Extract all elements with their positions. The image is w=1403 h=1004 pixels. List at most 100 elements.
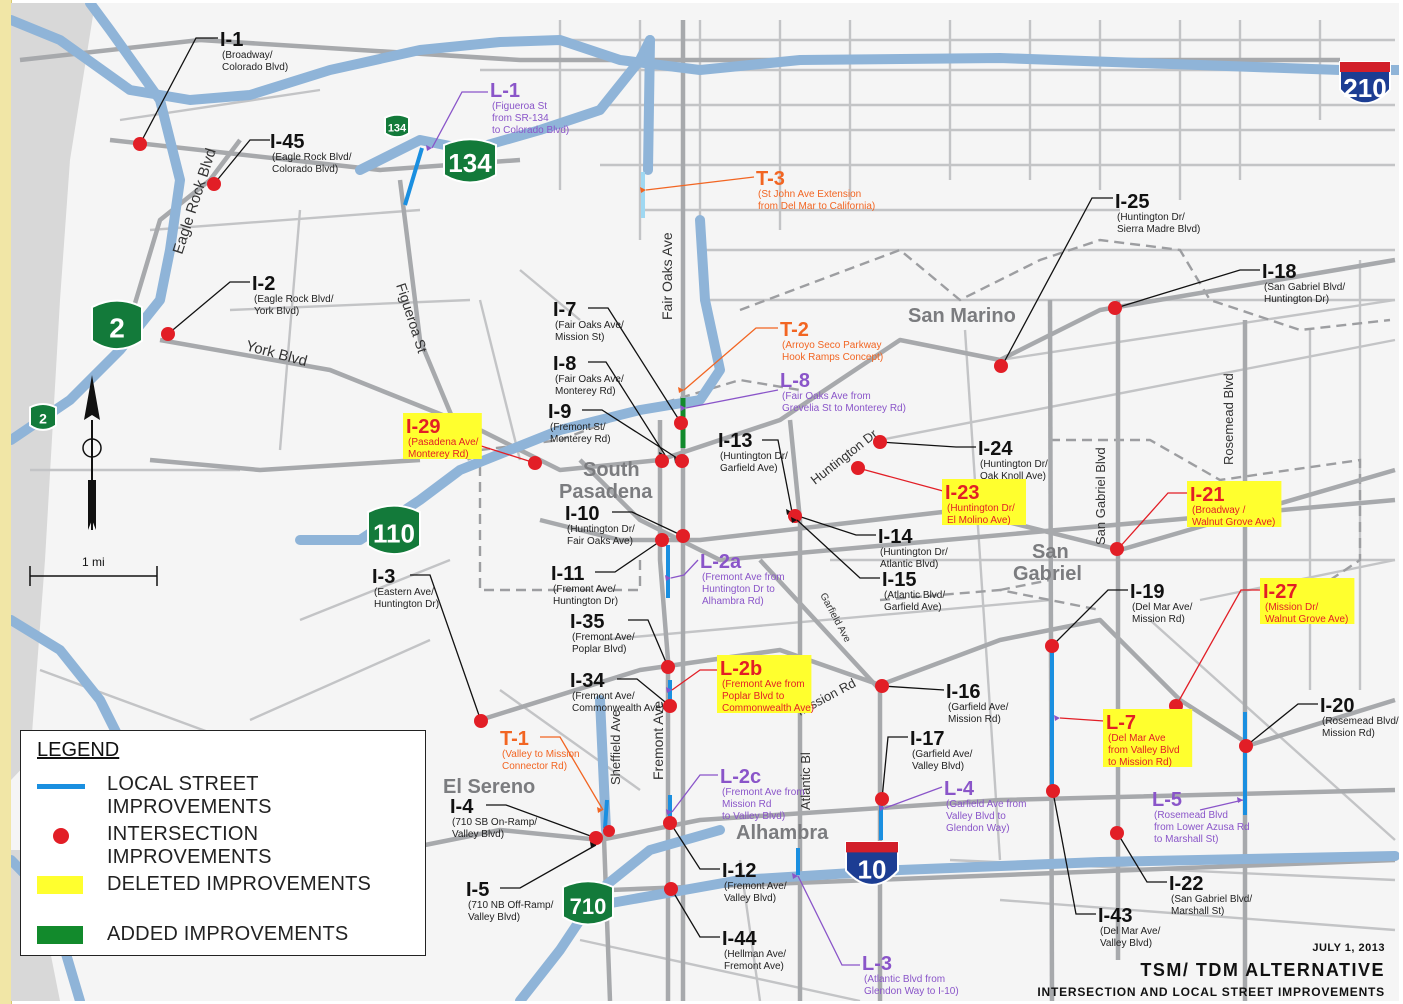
legend-title: LEGEND (37, 739, 120, 761)
callout-id: I-13 (718, 430, 752, 452)
callout-desc: (Valley to Mission (502, 749, 580, 760)
callout-leader (1175, 589, 1261, 707)
shield-shape (367, 504, 421, 556)
callout-desc: (Huntington Dr/ (947, 503, 1015, 514)
street-label: Rosemead Blvd (1221, 373, 1236, 465)
callout-leader (670, 823, 720, 870)
shield-number: 134 (448, 148, 492, 178)
callout-desc: (Huntington Dr/ (1117, 212, 1185, 223)
freeway (643, 35, 655, 175)
callout-leader (884, 786, 943, 809)
ca-shield-icon: 110 (367, 504, 421, 556)
callout-leader (797, 875, 860, 966)
freeway (595, 851, 1399, 910)
callout-desc: Monterey Rd) (555, 386, 616, 397)
intersection-dot (667, 885, 675, 893)
callout-desc: (Fremont Ave/ (553, 584, 616, 595)
shield-number: 710 (570, 894, 607, 919)
callout-i-10: I-10(Huntington Dr/Fair Oaks Ave) (565, 503, 690, 547)
callout-i-21: I-21(Broadway /Walnut Grove Ave) (1110, 481, 1282, 556)
arrowhead-icon (666, 809, 672, 815)
callout-leader (881, 736, 908, 800)
arrowhead-icon (879, 805, 885, 811)
callout-id: L-3 (862, 953, 892, 975)
callout-desc: (Fremont Ave from (702, 572, 785, 583)
callout-desc: (710 SB On-Ramp/ (452, 817, 537, 828)
callout-desc: Grevelia St to Monterey Rd) (782, 403, 906, 414)
callout-i-20: I-20(Rosemead Blvd/Mission Rd) (1239, 695, 1399, 753)
freeway (355, 35, 655, 175)
callout-desc: Oak Knoll Ave) (980, 471, 1046, 482)
callout-id: L-5 (1152, 789, 1182, 811)
callout-leader (213, 139, 270, 185)
callout-desc: Mission Rd) (948, 714, 1001, 725)
callout-leader (881, 685, 945, 691)
callout-id: I-14 (878, 526, 913, 548)
callout-desc: Alhambra Rd) (702, 596, 764, 607)
deleted-highlight (942, 479, 1026, 525)
callout-id: I-3 (372, 566, 395, 588)
intersection-dot (851, 461, 865, 475)
callout-id: I-22 (1169, 873, 1203, 895)
callout-id: L-2c (720, 766, 761, 788)
intersection-dot (1110, 826, 1124, 840)
callout-leader (671, 774, 718, 813)
callout-desc: Valley Blvd to (946, 811, 1006, 822)
intersection-dot (1239, 739, 1253, 753)
callout-desc: (Fremont Ave/ (572, 632, 635, 643)
callout-desc: from Del Mar to California) (758, 201, 875, 212)
scale-bar-line (29, 566, 158, 586)
callout-i-34: I-34(Fremont Ave/Commonwealth Ave) (570, 670, 677, 714)
arrowhead-icon (791, 517, 797, 523)
callout-desc: Mission Rd (722, 799, 771, 810)
callout-desc: Glendon Way to I-10) (864, 986, 959, 997)
map-subtitle: INTERSECTION AND LOCAL STREET IMPROVEMEN… (1037, 985, 1385, 999)
callout-leader (797, 515, 876, 536)
intersection-dot (207, 177, 221, 191)
arterial (149, 457, 421, 473)
place-label: San Marino (908, 305, 1016, 327)
callout-desc: Poplar Blvd) (572, 644, 626, 655)
shield-shape (91, 299, 143, 351)
callout-desc: Valley Blvd) (452, 829, 504, 840)
street (963, 329, 1002, 861)
intersection-dot (589, 831, 603, 845)
arrowhead-icon (786, 509, 792, 515)
callout-leader (486, 804, 597, 839)
callout-desc: Marshall St) (1171, 906, 1224, 917)
arrowhead-icon (640, 187, 646, 193)
callout-desc: Mission Rd) (1322, 728, 1375, 739)
callout-desc: Hook Ramps Concept) (782, 352, 883, 363)
callout-desc: Colorado Blvd) (272, 164, 338, 175)
place-label: El Sereno (443, 776, 535, 798)
callout-desc: Commonwealth Ave) (722, 703, 814, 714)
callout-i-7: I-7(Fair Oaks Ave/Mission St) (553, 299, 688, 430)
minor-streets (30, 20, 1396, 1001)
street (999, 898, 1396, 932)
callout-i-19: I-19(Del Mar Ave/Mission Rd) (1045, 581, 1193, 653)
callout-i-22: I-22(San Gabriel Blvd/Marshall St) (1110, 826, 1252, 917)
arterial (599, 787, 1396, 843)
intersection-dot (655, 533, 669, 547)
callout-id: I-24 (978, 438, 1013, 460)
scale-bar: 1 mi (29, 555, 158, 586)
callout-desc: Walnut Grove Ave) (1265, 614, 1348, 625)
shield-shape (845, 841, 899, 886)
callout-desc: Monterey Rd) (550, 434, 611, 445)
callout-desc: (Del Mar Ave/ (1132, 602, 1193, 613)
callout-i-17: I-17(Garfield Ave/Valley Blvd) (875, 728, 973, 806)
callout-i-29: I-29(Pasadena Ave/Monterey Rd) (403, 413, 542, 470)
callout-id: I-15 (882, 569, 916, 591)
callout-desc: (Broadway/ (222, 50, 273, 61)
callout-id: L-8 (780, 370, 810, 392)
intersection-dot (133, 137, 147, 151)
north-arrow (82, 375, 102, 530)
place-label: San (1032, 541, 1069, 563)
callout-desc: to Valley Blvd) (722, 811, 785, 822)
